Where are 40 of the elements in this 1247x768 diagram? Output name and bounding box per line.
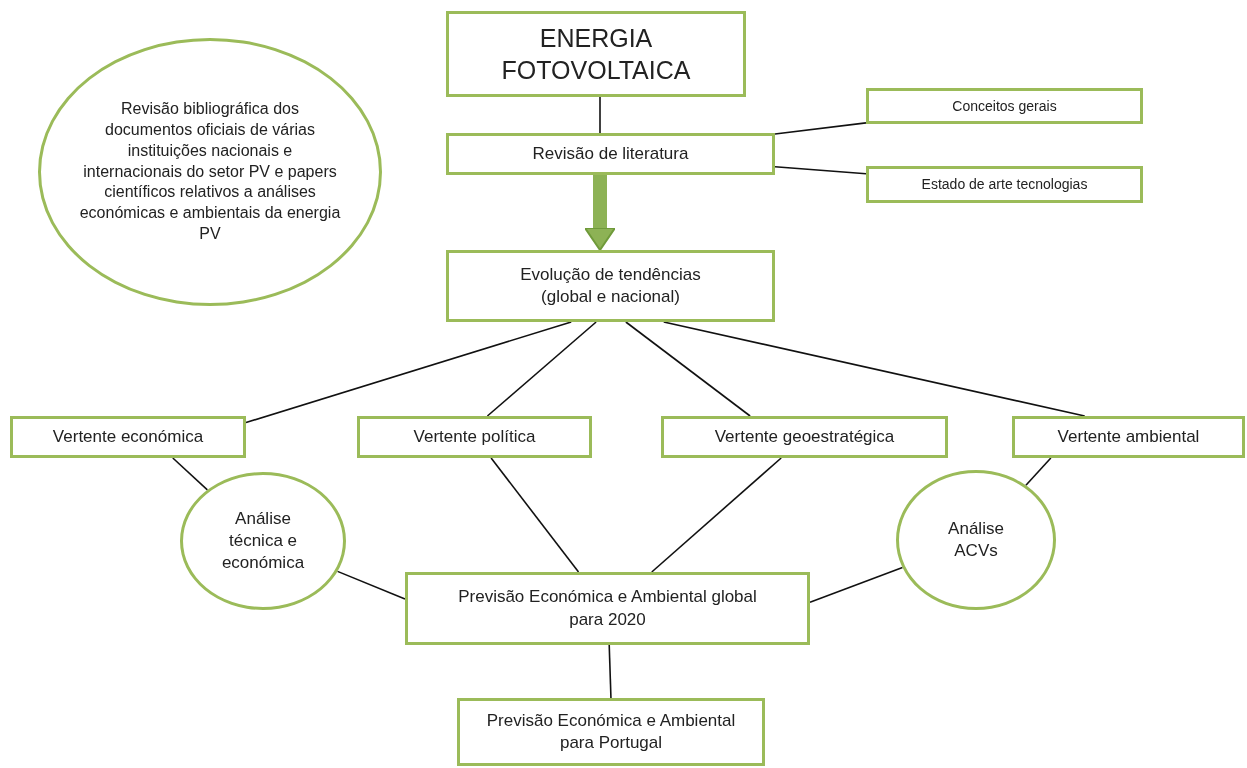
connector-line <box>774 165 867 175</box>
connector-line <box>625 321 751 417</box>
node-text: Estado de arte tecnologias <box>921 175 1088 194</box>
node-text: ENERGIA FOTOVOLTAICA <box>500 22 692 86</box>
node-text: Previsão Económica e Ambiental para Portugal <box>486 709 736 754</box>
connector-line <box>486 321 597 417</box>
process-box <box>446 133 775 175</box>
node-text: Análise técnica e económica <box>220 507 306 575</box>
node-text: Análise ACVs <box>947 517 1005 562</box>
node-text: Vertente ambiental <box>1057 425 1200 448</box>
node-text: Vertente geoestratégica <box>714 425 895 448</box>
process-box <box>405 572 810 645</box>
connector-line <box>172 457 209 491</box>
node-text: Vertente política <box>413 425 536 448</box>
process-box <box>446 11 746 97</box>
block-arrow <box>584 175 616 251</box>
connector-line <box>662 321 1086 417</box>
connector-line <box>651 457 782 573</box>
connector-line <box>599 96 601 134</box>
process-box <box>866 88 1143 124</box>
connector-line <box>774 122 867 135</box>
connector-line <box>490 457 580 573</box>
connector-line <box>336 570 406 600</box>
process-box <box>357 416 592 458</box>
node-text: Revisão de literatura <box>532 142 689 165</box>
process-box <box>446 250 775 322</box>
node-text: Conceitos gerais <box>952 96 1057 116</box>
node-text: Vertente económica <box>52 425 204 448</box>
process-box <box>457 698 765 766</box>
process-box <box>1012 416 1245 458</box>
process-box <box>10 416 246 458</box>
connector-line <box>608 644 612 699</box>
connector-line <box>809 566 904 604</box>
connector-line <box>1025 457 1052 487</box>
node-text: Evolução de tendências (global e nacional) <box>519 263 702 308</box>
node-text: Revisão bibliográfica dos documentos oficiais de várias instituições nacionais e internacionais do setor PV e papers científicos relativos a análises económicas e ambientais da energia PV <box>79 99 341 244</box>
process-box <box>866 166 1143 203</box>
node-text: Previsão Económica e Ambiental global para 2020 <box>457 586 758 631</box>
process-box <box>661 416 948 458</box>
connector-line <box>245 321 572 424</box>
